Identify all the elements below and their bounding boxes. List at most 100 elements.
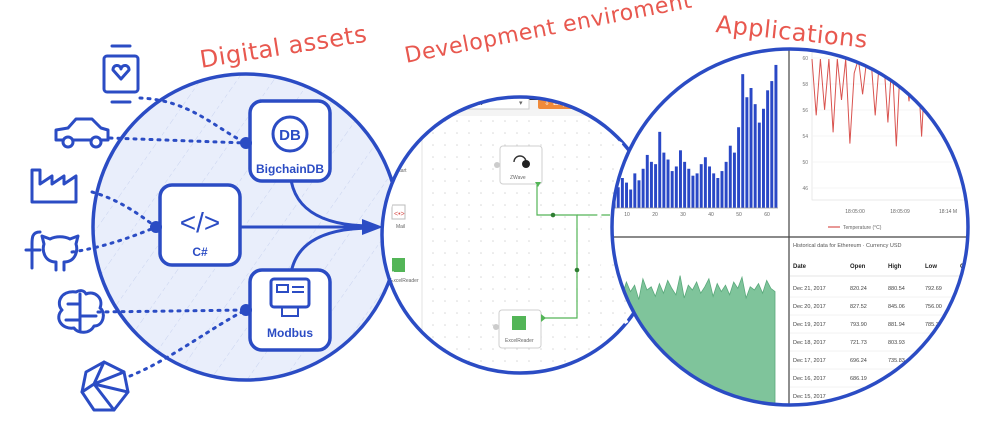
x-tick-label: 40 <box>708 212 714 218</box>
y-tick-label: 56 <box>802 108 808 114</box>
menu-engine[interactable]: Engine <box>537 74 569 85</box>
table-cell: 721.73 <box>850 340 867 346</box>
table-cell: 718.7 <box>888 376 902 382</box>
palette-start[interactable]: Start <box>396 168 407 174</box>
bar <box>666 159 670 208</box>
table-cell: Dec 16, 2017 <box>793 376 826 382</box>
facebook-icon <box>24 230 42 270</box>
devenv-topbar <box>382 97 658 100</box>
legend-label: Temperature (°C) <box>843 225 882 231</box>
x-tick-label: 18:14 M <box>939 209 957 215</box>
toggle-switch[interactable] <box>406 120 420 128</box>
x-tick-label: 20 <box>652 212 658 218</box>
database-icon <box>271 115 309 153</box>
bar <box>745 97 749 208</box>
table-header: Date <box>793 264 807 270</box>
bar <box>691 175 695 208</box>
bar <box>749 88 753 208</box>
flow-connection <box>536 185 578 319</box>
bar <box>703 157 707 208</box>
bigchaindb-glyph: DB <box>279 127 301 144</box>
bar <box>637 180 641 208</box>
table-cell: 686.19 <box>850 376 867 382</box>
table-header: Open <box>850 264 866 270</box>
bar <box>629 189 633 208</box>
bigchaindb-label: BigchainDB <box>256 162 324 176</box>
bar <box>716 178 720 208</box>
mail-icon <box>391 204 406 220</box>
brain-icon <box>57 289 105 334</box>
download-icon: ⇩ <box>544 99 550 107</box>
y-tick-label: 58 <box>802 82 808 88</box>
github-icon <box>40 234 80 272</box>
x-tick-label: 30 <box>680 212 686 218</box>
excel-icon <box>392 258 405 272</box>
code-icon: </> <box>180 207 220 238</box>
bar <box>774 64 778 208</box>
engine-icon <box>522 74 533 82</box>
bar <box>620 178 624 208</box>
bar <box>762 108 765 208</box>
y-tick-label: 54 <box>802 134 808 140</box>
svg-text:<•>: <•> <box>394 211 405 218</box>
smartwatch-icon <box>102 44 140 104</box>
x-tick-label: 10 <box>624 212 630 218</box>
bar <box>766 90 770 208</box>
bar <box>699 164 703 208</box>
excel-icon <box>512 316 526 330</box>
gear-icon[interactable] <box>431 98 441 108</box>
flow-joint <box>574 267 580 273</box>
bar <box>737 127 741 208</box>
bar <box>670 171 674 208</box>
y-tick-label: 50 <box>802 160 808 166</box>
table-cell: 880.54 <box>888 286 905 292</box>
bar <box>662 152 666 208</box>
polyhedron-icon <box>80 360 130 412</box>
table-cell: 756.00 <box>925 304 942 310</box>
table-cell: 820.24 <box>850 286 867 292</box>
palette-excelreader[interactable]: ExcelReader <box>390 278 419 284</box>
csharp-connector[interactable]: </> C# <box>150 183 242 267</box>
csharp-label: C# <box>192 245 208 259</box>
table-cell: Dec 19, 2017 <box>793 322 826 328</box>
modbus-connector[interactable]: Modbus <box>240 268 332 352</box>
bar <box>616 187 620 208</box>
bar <box>658 131 662 208</box>
bar <box>720 171 724 208</box>
line-plot-area <box>811 51 968 201</box>
bar <box>728 145 732 208</box>
x-tick-label: 60 <box>764 212 770 218</box>
table-cell: 881.94 <box>888 322 905 328</box>
table-header: High <box>888 264 902 270</box>
arrow-head <box>362 219 383 235</box>
y-tick-label: 60 <box>802 56 808 62</box>
table-cell: 803.93 <box>888 340 905 346</box>
table-cell: Dec 18, 2017 <box>793 340 826 346</box>
menu-analytics[interactable]: alytics <box>455 74 483 85</box>
menu-engine-caret: ▾ <box>566 74 571 84</box>
modbus-device-icon <box>269 277 311 317</box>
factory-icon <box>30 168 78 204</box>
table-cell: 696.24 <box>850 358 867 364</box>
bar <box>724 161 728 208</box>
bar <box>641 168 645 208</box>
table-cell: 827.52 <box>850 304 867 310</box>
modbus-label: Modbus <box>267 326 313 340</box>
bar <box>708 166 711 208</box>
palette-mail[interactable]: Mail <box>396 224 405 230</box>
y-tick-label: 46 <box>802 186 808 192</box>
table-cell: 845.06 <box>888 304 905 310</box>
table-cell: Dec 15, 2017 <box>793 394 826 400</box>
table-cell: 785.34 <box>925 322 942 328</box>
x-tick-label: 18:05:00 <box>845 209 865 215</box>
bar <box>649 161 653 208</box>
bar <box>625 182 628 208</box>
table-cell: 735.83 <box>888 358 905 364</box>
bar <box>695 173 699 208</box>
table-cell: Dec 14, 2017 <box>793 412 826 418</box>
bigchaindb-connector[interactable]: DB BigchainDB <box>240 99 332 183</box>
car-icon <box>54 117 110 149</box>
